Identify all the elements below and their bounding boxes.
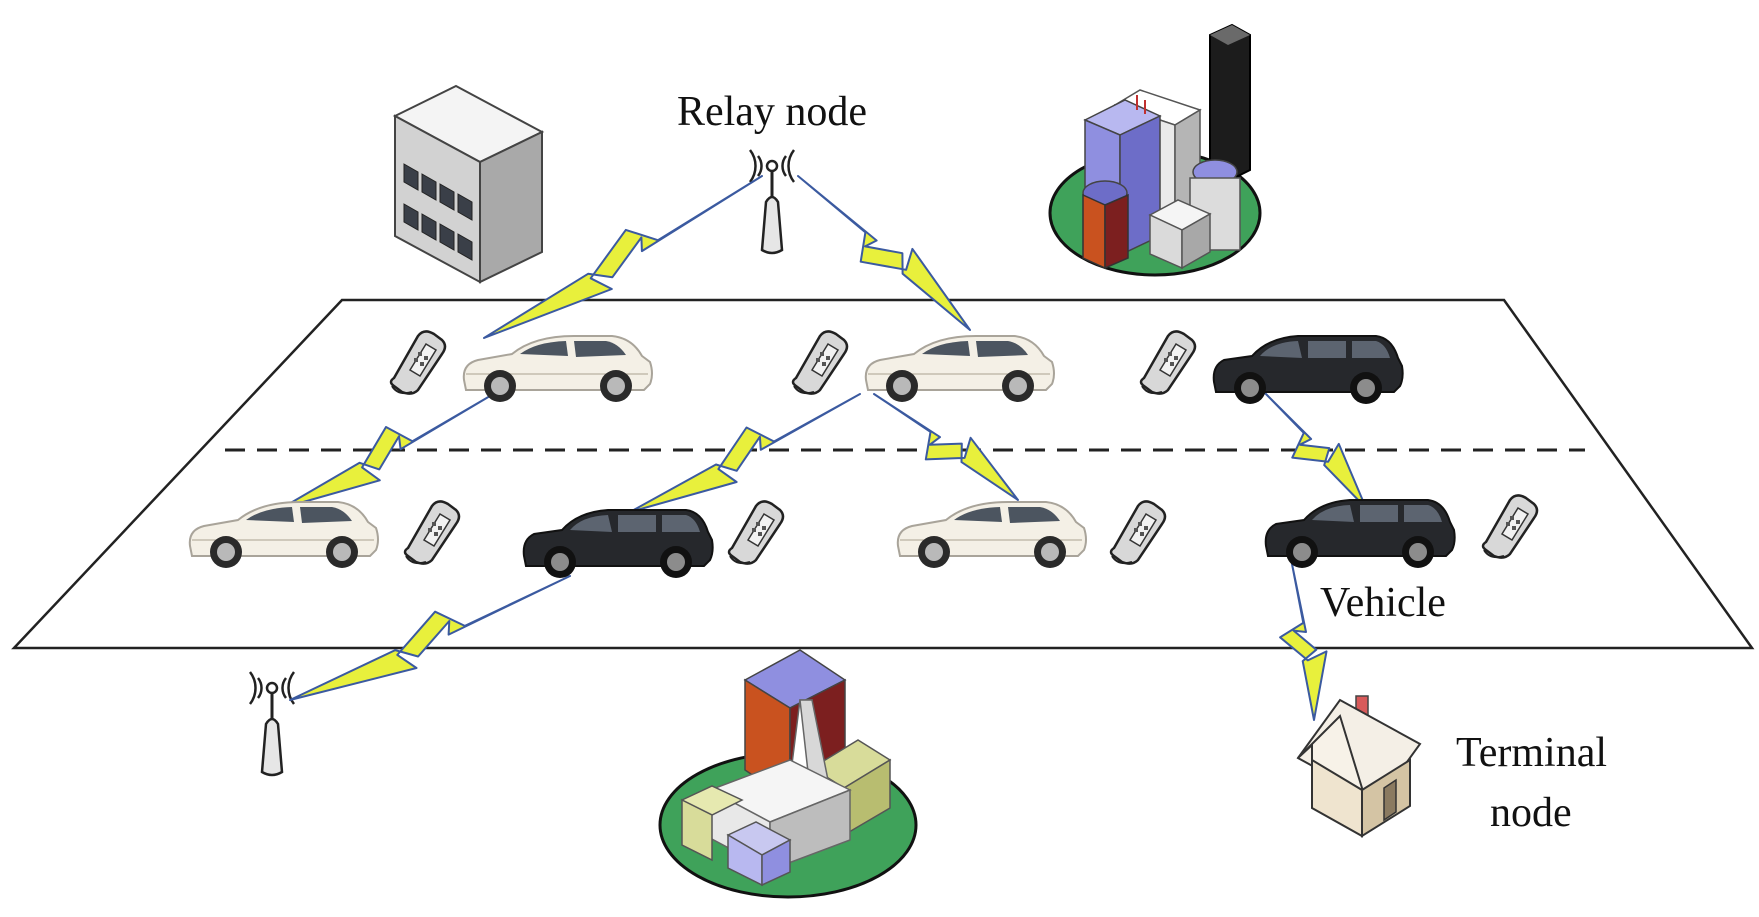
- roadside-antenna-icon: [248, 670, 296, 777]
- link-relay-vehicle-1: [483, 175, 763, 339]
- terminal-node-label-line1: Terminal: [1456, 730, 1607, 776]
- link-vehicle-7-house: [1279, 563, 1328, 721]
- house-icon: [1296, 695, 1422, 838]
- relay-tower-icon: [748, 148, 796, 255]
- link-vehicle-2-vehicle-6: [873, 393, 1019, 501]
- road-plane: [11, 298, 1755, 650]
- link-vehicle-5-antenna: [289, 575, 571, 701]
- link-relay-vehicle-2: [797, 175, 971, 331]
- vehicle-label: Vehicle: [1320, 580, 1446, 626]
- church-village-icon: [658, 649, 918, 899]
- city-buildings-icon: [1048, 23, 1262, 277]
- relay-node-label: Relay node: [677, 89, 867, 135]
- office-building-icon: [392, 84, 545, 284]
- terminal-node-label-line2: node: [1490, 790, 1572, 836]
- wireless-links: [281, 175, 1367, 721]
